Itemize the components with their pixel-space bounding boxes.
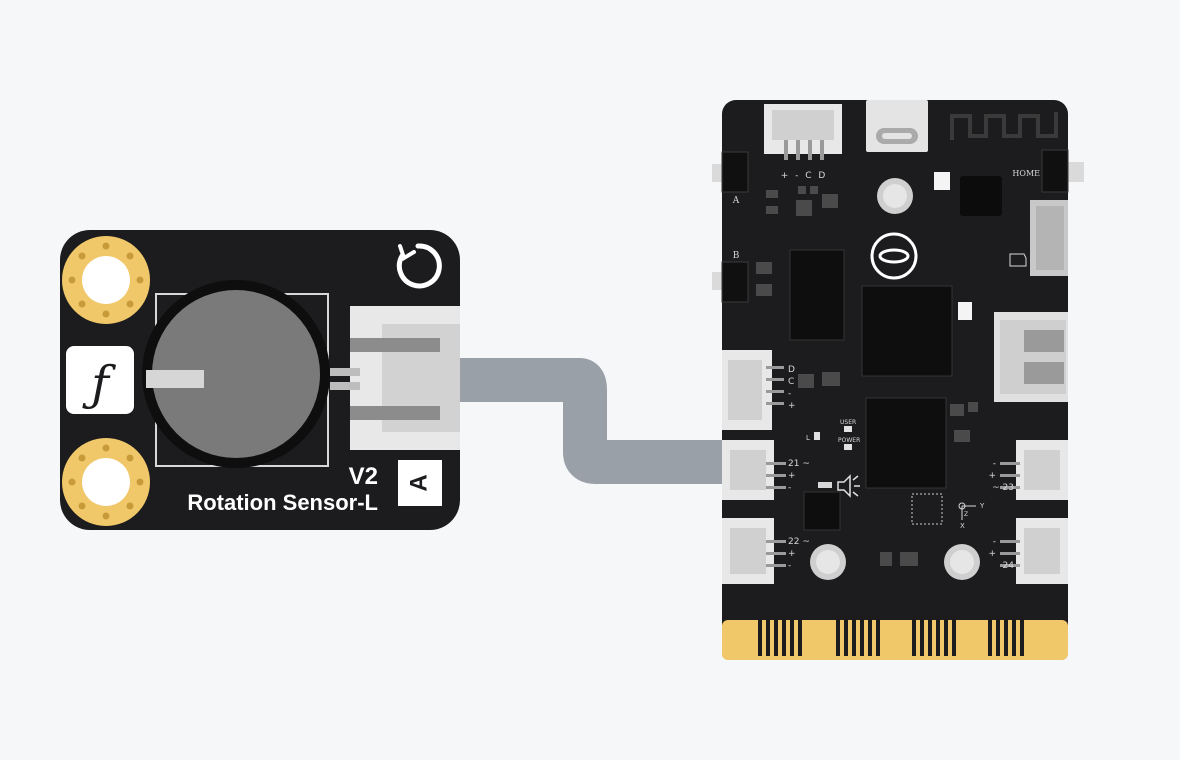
sensor-connector <box>330 306 460 450</box>
led-user-label: USER <box>840 419 856 426</box>
led-indicator <box>934 172 950 190</box>
speaker-icon <box>837 474 860 498</box>
port-23-pin-0: - <box>993 459 996 469</box>
sensor-imu <box>911 493 943 525</box>
chip-secondary <box>865 397 947 489</box>
connection-cable <box>440 358 722 484</box>
chip-left <box>789 249 845 341</box>
port-24-pin-0: - <box>993 537 996 547</box>
port-24-pin-1: + <box>988 549 996 559</box>
port-21-pin-0: + <box>788 471 796 481</box>
mounting-hole-top <box>62 236 150 324</box>
port-21-label: 21 ~ <box>788 459 810 469</box>
led-power <box>844 444 852 450</box>
usb-a-port[interactable] <box>994 312 1068 402</box>
left-connector-pin-1: C <box>788 377 794 387</box>
button-a[interactable]: A <box>712 151 749 206</box>
home-button-label: HOME <box>1012 169 1040 178</box>
led-l-label: L <box>806 434 810 442</box>
analog-type-badge: A <box>398 460 442 506</box>
led-user <box>844 426 852 432</box>
button-b[interactable]: B <box>712 251 749 303</box>
home-button[interactable]: HOME <box>1012 149 1084 193</box>
port-22-pin-0: + <box>788 549 796 559</box>
button-b-label: B <box>733 251 740 261</box>
sensor-version-label: V2 <box>349 463 378 490</box>
sensor-name-label: Rotation Sensor-L <box>187 490 378 515</box>
board-logo <box>870 232 918 280</box>
led-l <box>814 432 820 440</box>
axis-x-label: X <box>960 522 965 530</box>
top-connector-pins: + - C D <box>781 171 828 181</box>
sd-card-icon <box>1009 253 1027 267</box>
port-22-label: 22 ~ <box>788 537 810 547</box>
port-24: - + 24 <box>988 518 1068 584</box>
rotation-sensor-module: ƒ V2 Rotation Sensor-L A <box>60 230 460 530</box>
left-connector-pin-2: - <box>788 389 791 399</box>
chip-audio <box>803 491 841 531</box>
button-a-label: A <box>732 196 740 206</box>
potentiometer-knob <box>142 280 330 468</box>
edge-connector <box>722 620 1068 660</box>
controller-board: + - C D A B HOME <box>712 100 1084 660</box>
axis-indicator: Z Y X <box>958 502 985 530</box>
port-24-label: 24 <box>1003 561 1015 571</box>
brand-logo: ƒ <box>66 346 134 414</box>
port-22: 22 ~ + - <box>722 518 810 584</box>
analog-type-letter: A <box>405 474 432 491</box>
led-power-label: POWER <box>838 437 860 444</box>
port-23-label: ~ 23 <box>992 483 1014 493</box>
port-21-pin-1: - <box>788 483 791 493</box>
buzzer-pad <box>818 482 832 488</box>
antenna-trace <box>950 112 1058 140</box>
port-23-pin-1: + <box>988 471 996 481</box>
port-21: 21 ~ + - <box>722 440 810 500</box>
sd-card-slot <box>1009 200 1068 276</box>
mounting-hole-bottom <box>62 438 150 526</box>
chip-main <box>861 285 953 377</box>
left-connector-pin-3: + <box>788 401 796 411</box>
chip-module <box>960 176 1002 216</box>
knob-pointer <box>146 370 204 388</box>
port-23: - + ~ 23 <box>988 440 1068 500</box>
top-connector: + - C D <box>764 104 842 181</box>
port-22-pin-1: - <box>788 561 791 571</box>
passive-components <box>756 186 978 566</box>
usb-c-port[interactable] <box>866 100 928 152</box>
left-connector: D C - + <box>722 350 796 430</box>
rotation-icon <box>396 243 442 289</box>
axis-z-label: Z <box>964 511 968 518</box>
left-connector-pin-0: D <box>788 365 795 375</box>
led-rgb <box>958 302 972 320</box>
axis-y-label: Y <box>979 502 985 510</box>
